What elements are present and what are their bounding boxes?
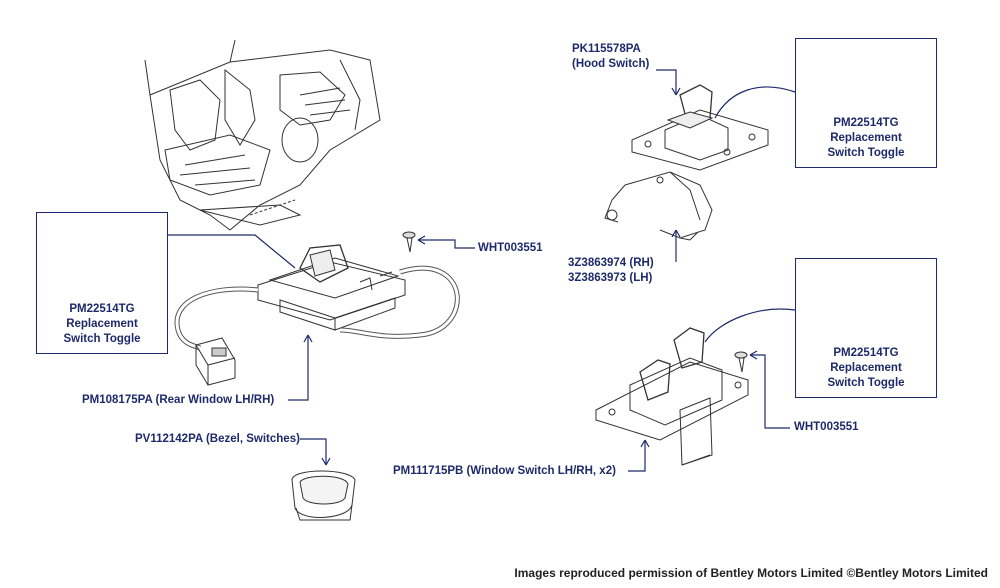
bezel-label: PV112142PA (Bezel, Switches) [135, 433, 300, 445]
bracket-lh-label: 3Z3863973 (LH) [568, 272, 653, 284]
hood-switch-desc-label: (Hood Switch) [572, 58, 650, 70]
hood-switch-part-label: PK115578PA [572, 43, 641, 55]
toggle-box-right: PM22514TG Replacement Switch Toggle [795, 258, 937, 398]
toggle-right-line1: Replacement [830, 362, 902, 374]
toggle-right-line2: Switch Toggle [827, 377, 905, 389]
toggle-box-top: PM22514TG Replacement Switch Toggle [795, 38, 937, 168]
window-switch-pair [595, 327, 749, 466]
toggle-left-line2: Switch Toggle [63, 333, 141, 345]
bezel-switches [291, 470, 356, 521]
toggle-box-left: PM22514TG Replacement Switch Toggle [36, 212, 168, 354]
screw-top-label: WHT003551 [478, 242, 543, 254]
window-switch-label: PM111715PB (Window Switch LH/RH, x2) [393, 465, 616, 477]
rear-window-label: PM108175PA (Rear Window LH/RH) [82, 394, 275, 406]
bracket-rh-label: 3Z3863974 (RH) [568, 257, 654, 269]
car-interior-sketch [144, 39, 381, 231]
hood-switch [631, 84, 769, 171]
toggle-top-line1: Replacement [830, 132, 902, 144]
copyright-credit: Images reproduced permission of Bentley … [514, 566, 988, 580]
screw-wht-left [402, 231, 416, 253]
toggle-top-line2: Switch Toggle [827, 147, 905, 159]
rear-window-switch [257, 244, 406, 331]
toggle-right-part-label: PM22514TG [833, 347, 899, 359]
cable-connector [195, 337, 236, 386]
screw-wht-right [734, 351, 748, 373]
screw-right-label: WHT003551 [794, 421, 859, 433]
toggle-top-part-label: PM22514TG [833, 117, 899, 129]
hood-switch-bracket [604, 171, 713, 241]
toggle-left-line1: Replacement [66, 318, 138, 330]
toggle-left-part-label: PM22514TG [69, 303, 135, 315]
